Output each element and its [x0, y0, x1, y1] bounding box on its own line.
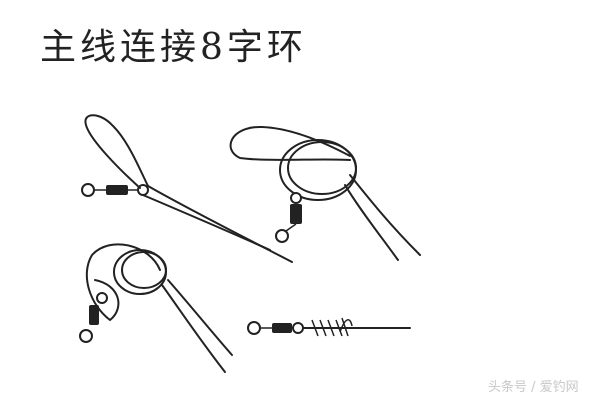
- swivel-body: [89, 305, 99, 325]
- watermark: 头条号 / 爱钓网: [488, 380, 579, 395]
- step-3-pass-swivel-through-loop: [79, 243, 233, 373]
- step-2-wrap-around-ring: [229, 125, 421, 261]
- swivel-eye-icon: [275, 229, 289, 243]
- step-4-finished-knot: [247, 317, 411, 337]
- swivel-eye-icon: [79, 329, 93, 343]
- swivel-body: [106, 185, 128, 195]
- swivel-eye-icon: [81, 183, 95, 197]
- step-1-loop-through-swivel: [81, 114, 293, 263]
- swivel-eye-icon: [247, 321, 261, 335]
- swivel-body: [290, 204, 302, 224]
- diagram-title: 主线连接8字环: [40, 27, 307, 68]
- swivel-body: [272, 323, 292, 333]
